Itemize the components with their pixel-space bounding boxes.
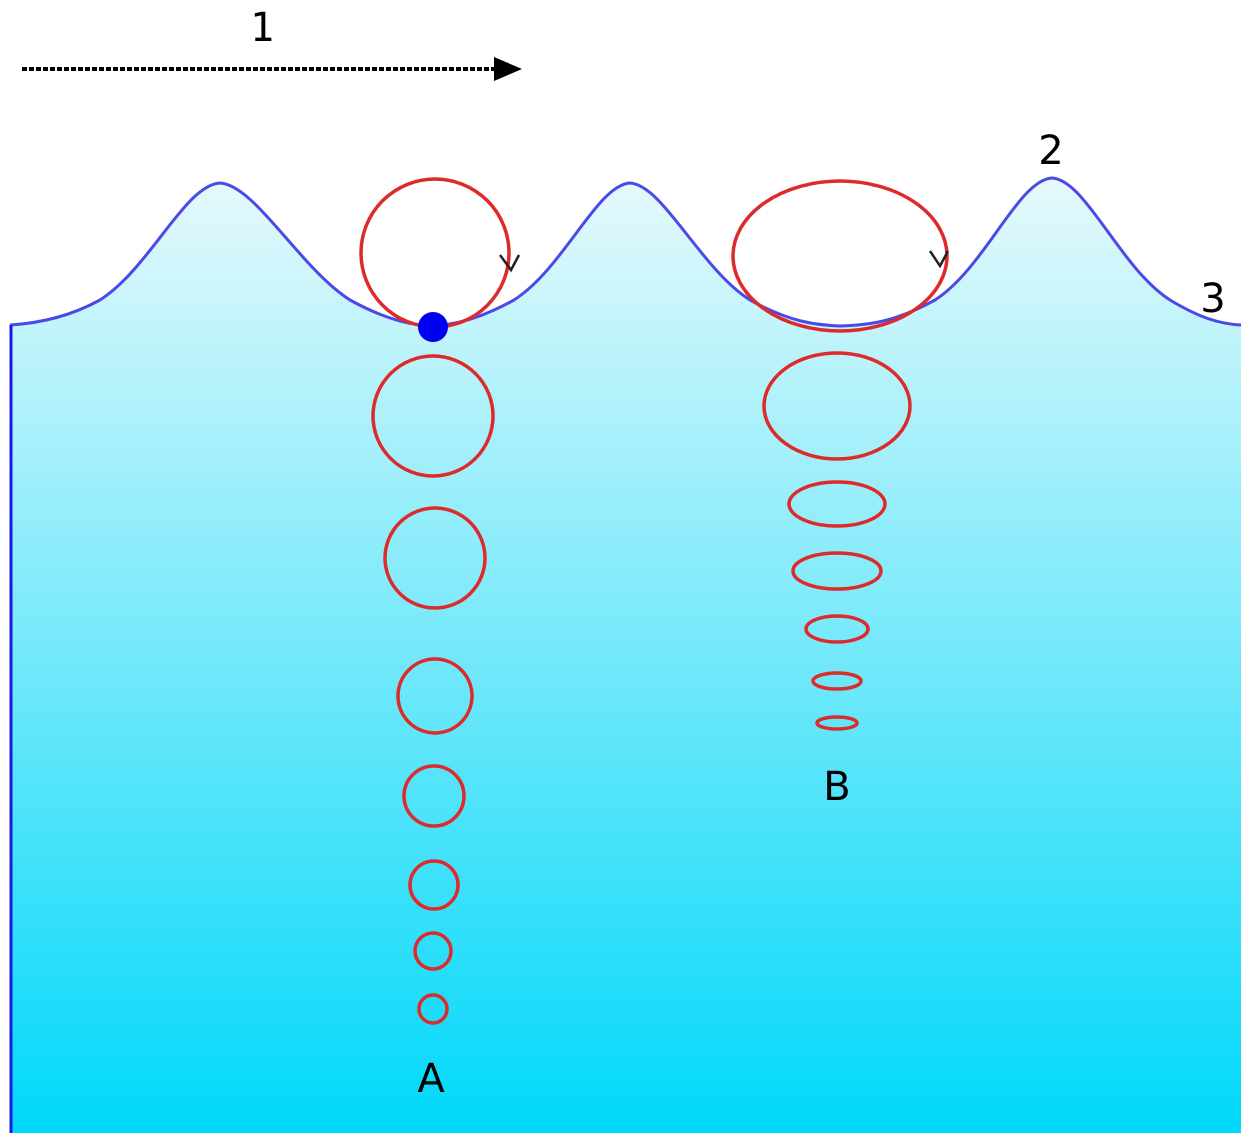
water-surface-line bbox=[9, 176, 1241, 328]
orbit-b-1 bbox=[731, 179, 949, 333]
orbits-deep-water bbox=[359, 177, 511, 1025]
orbit-b-5 bbox=[804, 614, 870, 644]
orbit-b-3 bbox=[787, 480, 887, 528]
orbit-a-7 bbox=[413, 931, 453, 971]
label-still-water-level: 3 bbox=[1200, 276, 1225, 322]
orbit-a-5 bbox=[402, 764, 466, 828]
chevron-down-icon bbox=[498, 254, 521, 273]
water-body bbox=[10, 178, 1241, 1133]
orbit-a-4 bbox=[396, 657, 474, 735]
orbit-a-2 bbox=[371, 354, 495, 478]
water-particle bbox=[418, 312, 448, 342]
orbit-b-7 bbox=[815, 715, 859, 731]
orbit-a-1 bbox=[359, 177, 511, 329]
chevron-down-icon bbox=[928, 250, 950, 269]
orbit-b-4 bbox=[791, 551, 883, 591]
orbit-a-3 bbox=[383, 506, 487, 610]
label-shallow-water: B bbox=[823, 764, 850, 810]
orbit-b-6 bbox=[811, 671, 863, 691]
orbit-a-6 bbox=[408, 859, 460, 911]
arrow-head bbox=[494, 57, 522, 81]
label-crest: 2 bbox=[1038, 128, 1063, 174]
orbits-shallow-water bbox=[731, 179, 949, 731]
orbit-b-2 bbox=[762, 351, 912, 461]
direction-arrow bbox=[22, 57, 522, 81]
orbit-a-8 bbox=[417, 993, 449, 1025]
label-deep-water: A bbox=[417, 1056, 445, 1102]
label-direction: 1 bbox=[250, 5, 274, 51]
